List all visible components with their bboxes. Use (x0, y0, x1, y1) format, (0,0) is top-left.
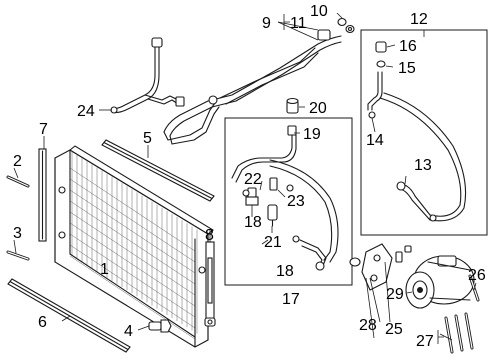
bolt-small (395, 245, 412, 263)
callout-11: 11 (290, 15, 307, 32)
low-pressure-line-assembly (231, 125, 339, 271)
condenser-tube (69, 189, 196, 274)
condenser (54, 145, 214, 348)
compressor (405, 255, 475, 309)
callout-15: 15 (398, 60, 416, 77)
condenser-fins (69, 152, 198, 340)
callout-1: 1 (100, 261, 109, 278)
compressor-bracket (361, 243, 393, 291)
mount-bracket-lower (6, 250, 30, 261)
detail-frame-receiver-lines (224, 117, 353, 286)
condenser-tube (69, 244, 196, 329)
bottom-seal-strip (7, 278, 131, 353)
small-o-ring-b (286, 184, 294, 192)
callout-8: 8 (205, 227, 214, 244)
callout-13: 13 (414, 157, 432, 174)
pressure-sensor (267, 204, 278, 227)
callout-16: 16 (399, 38, 417, 55)
callout-26: 26 (468, 267, 486, 284)
condenser-tube (69, 255, 196, 340)
callout-20: 20 (309, 100, 327, 117)
callout-2: 2 (13, 153, 22, 170)
condenser-tube (69, 167, 196, 252)
callout-19: 19 (303, 126, 321, 143)
callout-27: 27 (416, 333, 434, 350)
callout-18a: 18 (244, 214, 262, 231)
schrader-valve (269, 177, 278, 191)
callout-25: 25 (385, 321, 403, 338)
callout-29: 29 (386, 286, 404, 303)
top-seal-strip (101, 139, 215, 202)
callout-7: 7 (39, 121, 48, 138)
suction-hose (367, 41, 467, 222)
leader-lines (13, 12, 477, 341)
liquid-line (110, 37, 185, 114)
o-ring-pair (337, 17, 355, 34)
compressor-gasket (349, 257, 361, 267)
callout-21: 21 (264, 234, 282, 251)
callout-14: 14 (366, 132, 384, 149)
callout-3: 3 (13, 225, 22, 242)
callout-labels: 1 2 3 4 5 6 7 8 9 10 11 12 13 14 15 16 1… (13, 3, 486, 350)
callout-28: 28 (359, 317, 377, 334)
stud-bolt (468, 274, 480, 302)
receiver-drier (204, 241, 216, 327)
small-o-ring-a (242, 189, 250, 197)
callout-6: 6 (38, 314, 47, 331)
callout-9: 9 (262, 15, 271, 32)
condenser-tube (69, 233, 196, 318)
mount-bracket-upper (6, 175, 30, 188)
callout-12: 12 (410, 11, 428, 28)
callout-bracket-27 (437, 330, 444, 344)
callout-5: 5 (143, 130, 152, 147)
callout-17: 17 (282, 291, 300, 308)
condenser-tube (69, 178, 196, 263)
discharge-line (163, 29, 342, 145)
callout-4: 4 (124, 323, 133, 340)
callout-bracket-9-11 (283, 14, 290, 30)
service-valve-cap (286, 97, 299, 114)
callout-24: 24 (77, 103, 95, 120)
callout-22: 22 (244, 171, 262, 188)
condenser-tube (69, 222, 196, 307)
condenser-tube (69, 200, 196, 285)
callout-23: 23 (287, 193, 305, 210)
bolt (148, 319, 172, 333)
side-seal-strip (38, 148, 47, 242)
callout-10: 10 (310, 3, 328, 20)
condenser-tube (69, 211, 196, 296)
callout-18b: 18 (276, 263, 294, 280)
compressor-mount-bolts (444, 312, 474, 354)
